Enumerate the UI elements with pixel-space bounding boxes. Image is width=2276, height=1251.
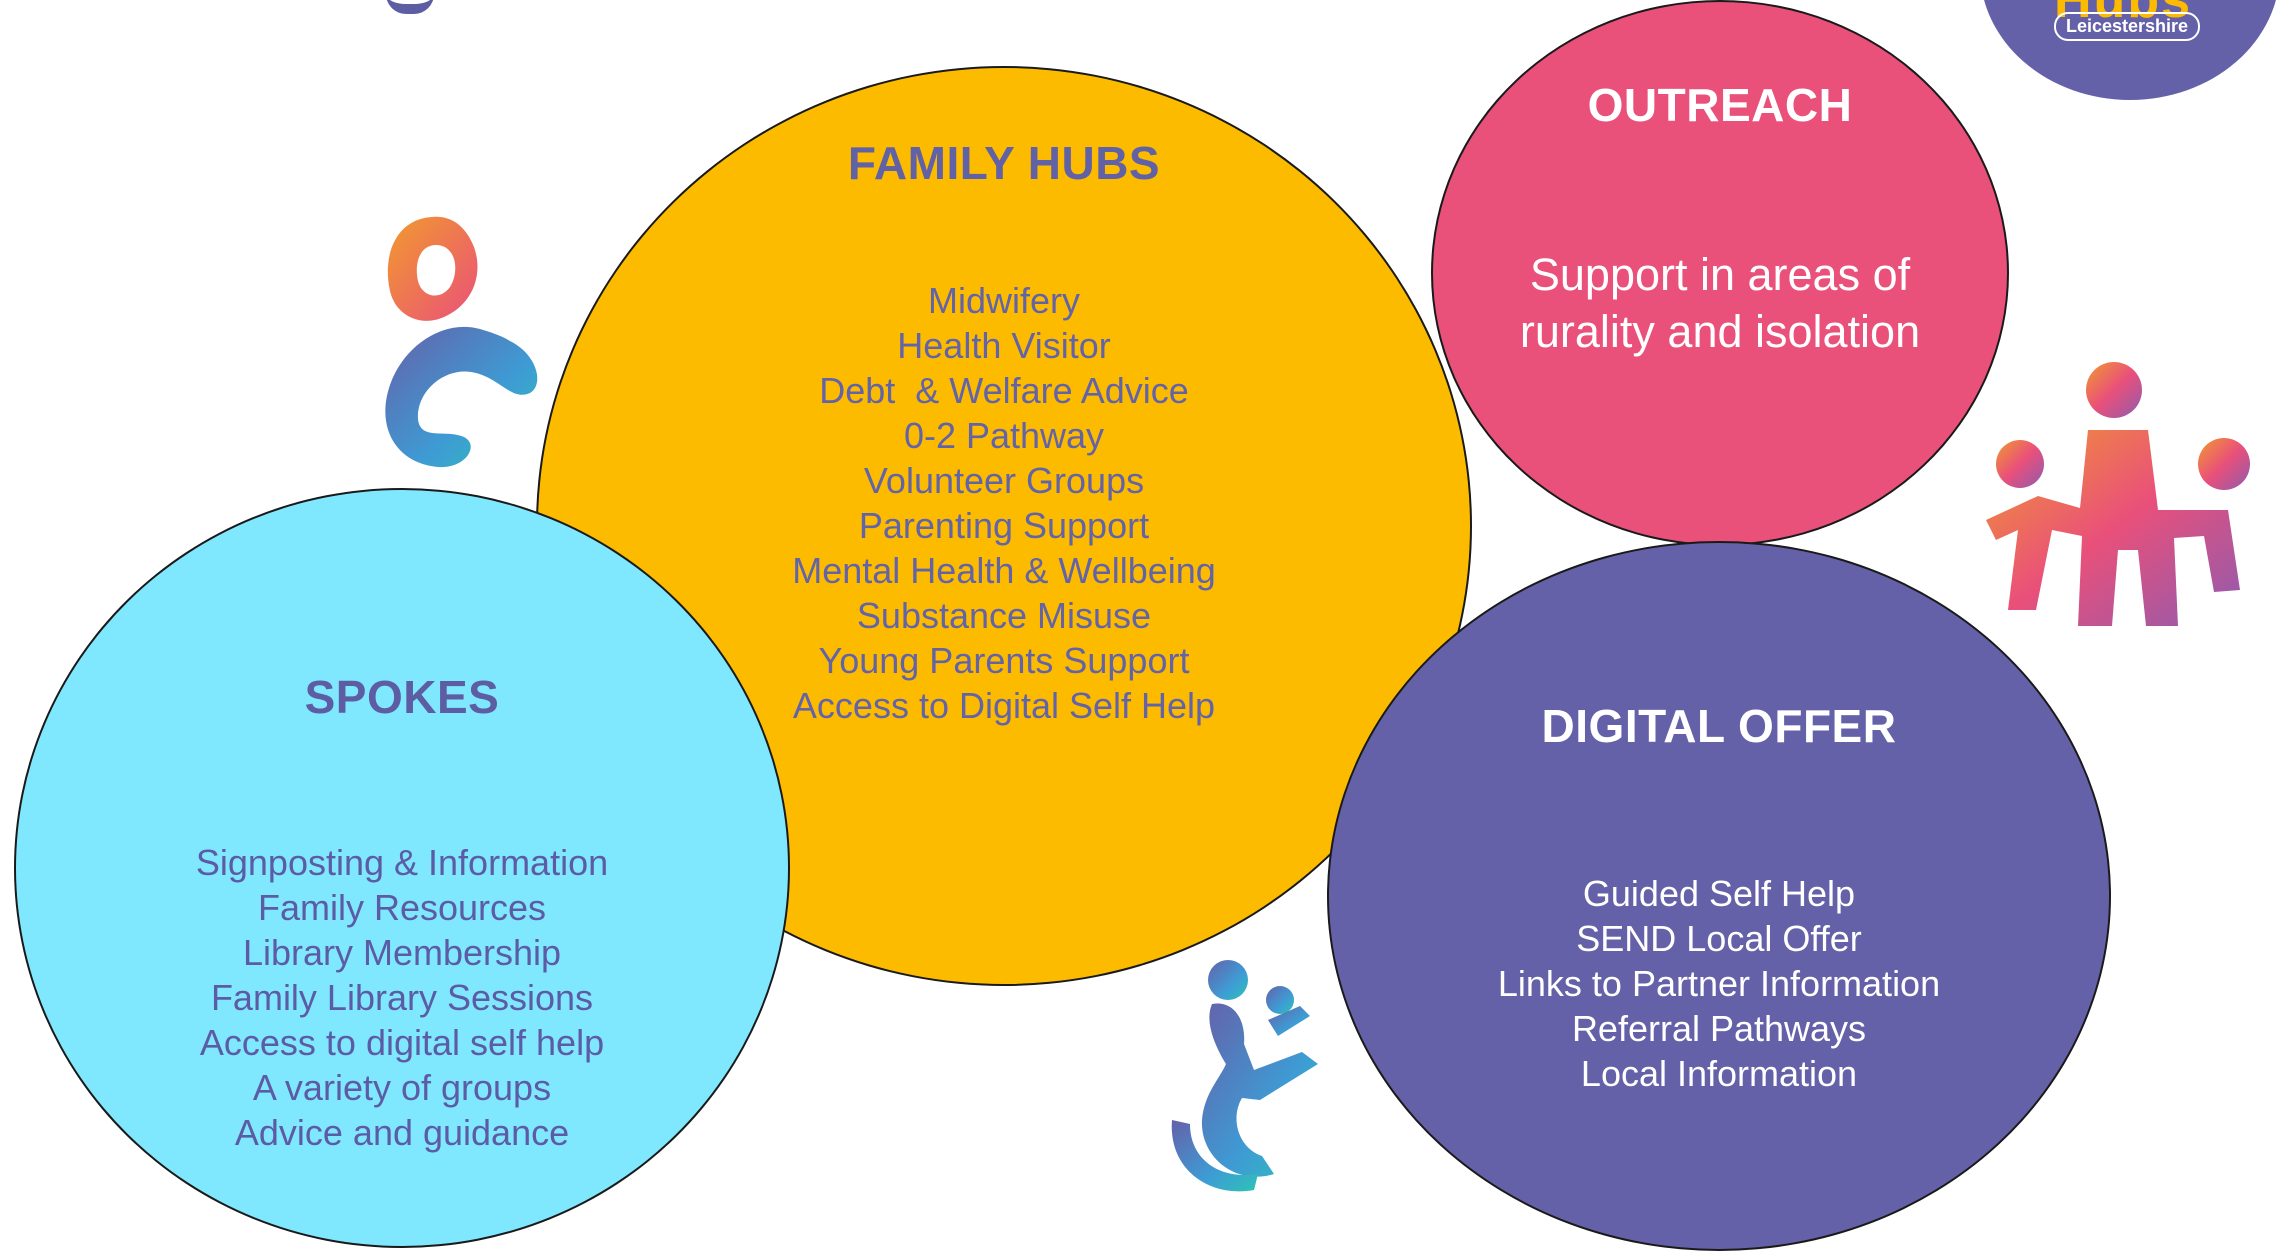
family-hubs-item: Young Parents Support [818, 640, 1190, 681]
digital-offer-item: SEND Local Offer [1576, 918, 1862, 959]
outreach-circle: OUTREACH Support in areas of rurality an… [1431, 0, 2009, 546]
logo-word: Hubs [2054, 0, 2192, 29]
digital-offer-list: Guided Self Help SEND Local Offer Links … [1329, 871, 2109, 1096]
family-hubs-circle: FAMILY HUBS Midwifery Health Visitor Deb… [536, 66, 1472, 986]
family-hubs-item: Substance Misuse [856, 595, 1152, 636]
family-hubs-item: 0-2 Pathway [903, 415, 1105, 456]
family-hubs-title: FAMILY HUBS [847, 137, 1161, 189]
digital-offer-item: Referral Pathways [1571, 1008, 1867, 1049]
digital-offer-circle: DIGITAL OFFER Guided Self Help SEND Loca… [1327, 541, 2111, 1251]
spokes-item: Signposting & Information [195, 842, 609, 883]
digital-offer-item: Local Information [1580, 1053, 1858, 1094]
spokes-list: Signposting & Information Family Resourc… [16, 840, 788, 1155]
family-hubs-item: Access to Digital Self Help [792, 685, 1216, 726]
logo-tagline: Leicestershire [2054, 12, 2201, 41]
family-hubs-item: Debt & Welfare Advice [819, 370, 1189, 411]
spokes-item: A variety of groups [252, 1067, 552, 1108]
family-hubs-item: Volunteer Groups [863, 460, 1145, 501]
digital-offer-item: Links to Partner Information [1497, 963, 1941, 1004]
digital-offer-title: DIGITAL OFFER [1541, 700, 1897, 752]
family-hubs-item: Health Visitor [897, 325, 1111, 366]
spokes-item: Advice and guidance [234, 1112, 570, 1153]
family-hubs-list: Midwifery Health Visitor Debt & Welfare … [538, 278, 1470, 728]
spokes-item: Family Library Sessions [210, 977, 594, 1018]
spokes-item: Library Membership [242, 932, 562, 973]
family-icon [1986, 362, 2250, 626]
spokes-title: SPOKES [304, 671, 500, 723]
wheelchair-user-icon [1171, 960, 1318, 1192]
family-hubs-item: Parenting Support [858, 505, 1150, 546]
parent-child-icon [385, 216, 538, 468]
spokes-item: Family Resources [257, 887, 547, 928]
spokes-circle: SPOKES Signposting & Information Family … [14, 488, 790, 1248]
outreach-title: OUTREACH [1587, 79, 1853, 131]
family-hubs-item: Mental Health & Wellbeing [792, 550, 1216, 591]
outreach-description: Support in areas of rurality and isolati… [1519, 249, 1921, 357]
spokes-item: Access to digital self help [199, 1022, 605, 1063]
family-hubs-logo: Hubs Leicestershire [1980, 0, 2276, 100]
digital-offer-item: Guided Self Help [1582, 873, 1856, 914]
heading-fragment [386, 0, 434, 14]
family-hubs-item: Midwifery [927, 280, 1080, 321]
